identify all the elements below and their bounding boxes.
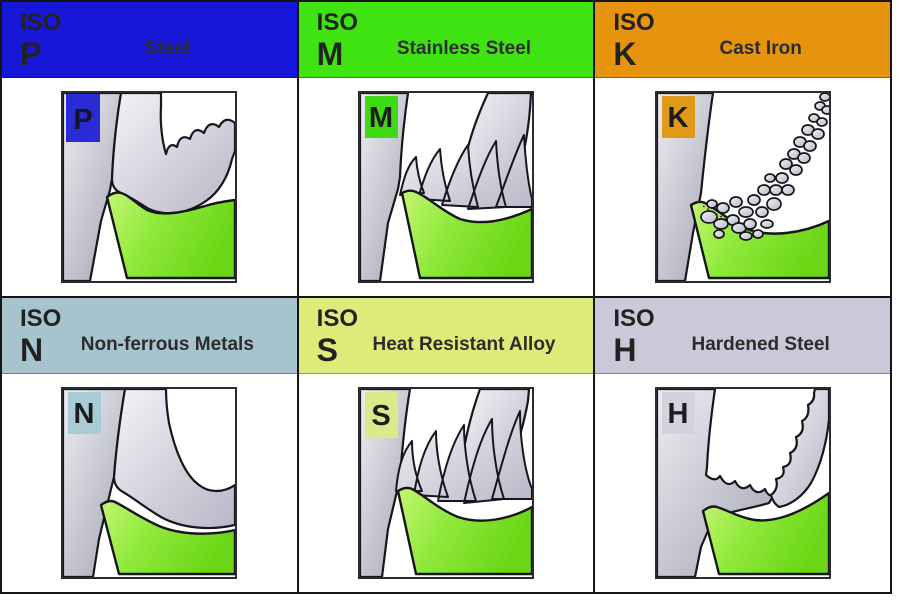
letter-badge-k bbox=[661, 96, 695, 138]
letter-badge-s bbox=[364, 392, 398, 438]
badge-letter-m: M bbox=[369, 102, 393, 134]
insert-shape bbox=[701, 491, 829, 576]
header-p: ISO P Steel bbox=[2, 2, 297, 78]
letter-badge-h bbox=[661, 392, 695, 434]
badge-letter-n: N bbox=[74, 398, 95, 430]
iso-letter-p: P bbox=[20, 36, 42, 72]
illustration-area-h: H bbox=[595, 374, 890, 592]
iso-letter-n: N bbox=[20, 332, 44, 368]
chip-illustration-p: P bbox=[61, 91, 238, 283]
workpiece-shape bbox=[656, 93, 714, 281]
header-s: ISO S Heat Resistant Alloy bbox=[298, 298, 594, 374]
chip-shape bbox=[111, 93, 236, 215]
granular-chips-shape bbox=[699, 93, 829, 241]
illustration-area-n: N bbox=[2, 374, 297, 592]
iso-label: ISO bbox=[613, 9, 655, 36]
workpiece-shape bbox=[656, 389, 776, 577]
iso-label: ISO bbox=[20, 9, 62, 36]
chip-teeth-shape bbox=[398, 134, 532, 210]
iso-label: ISO bbox=[316, 9, 358, 36]
chip-illustration-k: K bbox=[654, 91, 831, 283]
chip-teeth-shape bbox=[394, 410, 532, 504]
header-h: ISO H Hardened Steel bbox=[595, 298, 890, 374]
illustration-area-m: M bbox=[298, 78, 594, 296]
illustration-area-s: S bbox=[298, 374, 594, 592]
insert-shape bbox=[396, 486, 532, 576]
iso-cell-k: ISO K Cast Iron bbox=[595, 2, 890, 296]
iso-letter-h: H bbox=[613, 332, 637, 368]
chip-illustration-m: M bbox=[357, 91, 534, 283]
chip-illustration-h: H bbox=[654, 387, 831, 579]
iso-cell-s: ISO S Heat Resistant Alloy S bbox=[298, 298, 594, 592]
iso-cell-p: ISO P Steel P bbox=[2, 2, 297, 296]
iso-letter-m: M bbox=[316, 36, 344, 72]
iso-cell-m: ISO M Stainless Steel M bbox=[298, 2, 594, 296]
header-m: ISO M Stainless Steel bbox=[298, 2, 594, 78]
badge-letter-p: P bbox=[74, 104, 93, 136]
chip-illustration-s: S bbox=[357, 387, 534, 579]
header-k: ISO K Cast Iron bbox=[595, 2, 890, 78]
insert-shape bbox=[400, 189, 532, 280]
badge-letter-k: K bbox=[667, 102, 688, 134]
header-n: ISO N Non-ferrous Metals bbox=[2, 298, 297, 374]
letter-badge-n bbox=[68, 392, 102, 434]
chip-illustration-n: N bbox=[61, 387, 238, 579]
iso-label: ISO bbox=[613, 305, 655, 332]
iso-label: ISO bbox=[20, 305, 62, 332]
material-name-p: Steel bbox=[144, 38, 191, 59]
iso-letter-s: S bbox=[316, 332, 338, 368]
letter-badge-p bbox=[66, 94, 101, 142]
material-name-k: Cast Iron bbox=[719, 38, 802, 59]
iso-cell-h: ISO H Hardened Steel H bbox=[595, 298, 890, 592]
material-name-s: Heat Resistant Alloy bbox=[372, 334, 556, 355]
insert-shape bbox=[106, 191, 236, 280]
letter-badge-m bbox=[364, 96, 398, 138]
iso-letter-k: K bbox=[613, 36, 637, 72]
chip-shape bbox=[113, 389, 236, 530]
material-name-n: Non-ferrous Metals bbox=[80, 334, 254, 355]
illustration-area-p: P bbox=[2, 78, 297, 296]
chip-segment-shape bbox=[769, 389, 829, 509]
badge-letter-h: H bbox=[667, 398, 688, 430]
iso-cell-n: ISO N Non-ferrous Metals N bbox=[2, 298, 297, 592]
material-name-h: Hardened Steel bbox=[691, 334, 830, 355]
insert-shape bbox=[100, 499, 236, 576]
badge-letter-s: S bbox=[371, 400, 390, 432]
illustration-area-k: K bbox=[595, 78, 890, 296]
material-name-m: Stainless Steel bbox=[396, 38, 532, 59]
workpiece-shape bbox=[359, 93, 410, 281]
iso-label: ISO bbox=[316, 305, 358, 332]
